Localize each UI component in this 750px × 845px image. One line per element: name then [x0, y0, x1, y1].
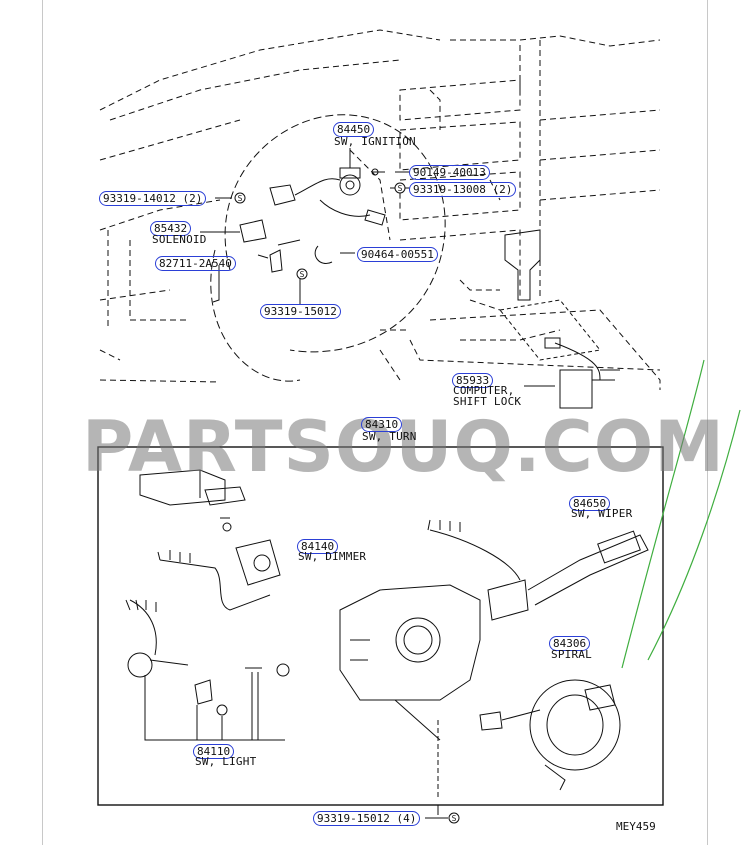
watermark-text: PARTSOUQ.COM — [82, 406, 725, 488]
part-number-90464-00551[interactable]: 90464-00551 — [357, 247, 438, 262]
part-name-light-switch: SW, LIGHT — [195, 755, 257, 768]
part-number-84306[interactable]: 84306 — [549, 636, 591, 651]
handdrawn-annotation — [621, 359, 741, 669]
part-number-93319-15012[interactable]: 93319-15012 — [260, 304, 341, 319]
part-name-solenoid: SOLENOID — [152, 233, 207, 246]
shift-lock-computer — [559, 369, 593, 409]
page-border-left — [42, 0, 43, 845]
bolt-marker-4: S — [452, 814, 457, 823]
part-number-84310[interactable]: 84310 — [361, 417, 403, 432]
bolt-marker-2: S — [398, 184, 403, 193]
turn-switch-box — [97, 446, 664, 806]
part-name-spiral: SPIRAL — [551, 648, 592, 661]
part-number-85432[interactable]: 85432 — [150, 221, 192, 236]
part-number-84650[interactable]: 84650 — [569, 496, 611, 511]
part-name-computer: COMPUTER, — [453, 384, 515, 397]
part-number-93319-13008[interactable]: 93319-13008 (2) — [409, 182, 517, 197]
steering-wheel — [224, 114, 446, 353]
bolt-marker-1: S — [238, 194, 243, 203]
part-name-turn-switch: SW, TURN — [362, 430, 417, 443]
part-number-82711-2A540[interactable]: 82711-2A540 — [155, 256, 236, 271]
part-number-90149-40013[interactable]: 90149-40013 — [409, 165, 490, 180]
part-number-93319-14012[interactable]: 93319-14012 (2) — [99, 191, 207, 206]
part-number-84110[interactable]: 84110 — [193, 744, 235, 759]
part-number-84450[interactable]: 84450 — [333, 122, 375, 137]
spiral-cable — [529, 679, 621, 771]
turn-switch-body — [339, 584, 481, 701]
part-name-shift-lock: SHIFT LOCK — [453, 395, 522, 408]
shift-lever — [504, 229, 541, 301]
part-name-wiper-switch: SW, WIPER — [571, 507, 633, 520]
dashboard-outline — [99, 29, 661, 390]
part-number-84140[interactable]: 84140 — [297, 539, 339, 554]
part-number-93319-15012-x4[interactable]: 93319-15012 (4) — [313, 811, 421, 826]
page-border-right — [707, 0, 708, 845]
bolt-marker-3: S — [300, 270, 305, 279]
diagram-code: MEY459 — [616, 820, 656, 833]
part-name-ignition-switch: SW, IGNITION — [334, 135, 416, 148]
part-number-85933[interactable]: 85933 — [452, 373, 494, 388]
part-name-dimmer-switch: SW, DIMMER — [298, 550, 367, 563]
bolt-markers — [234, 182, 460, 824]
